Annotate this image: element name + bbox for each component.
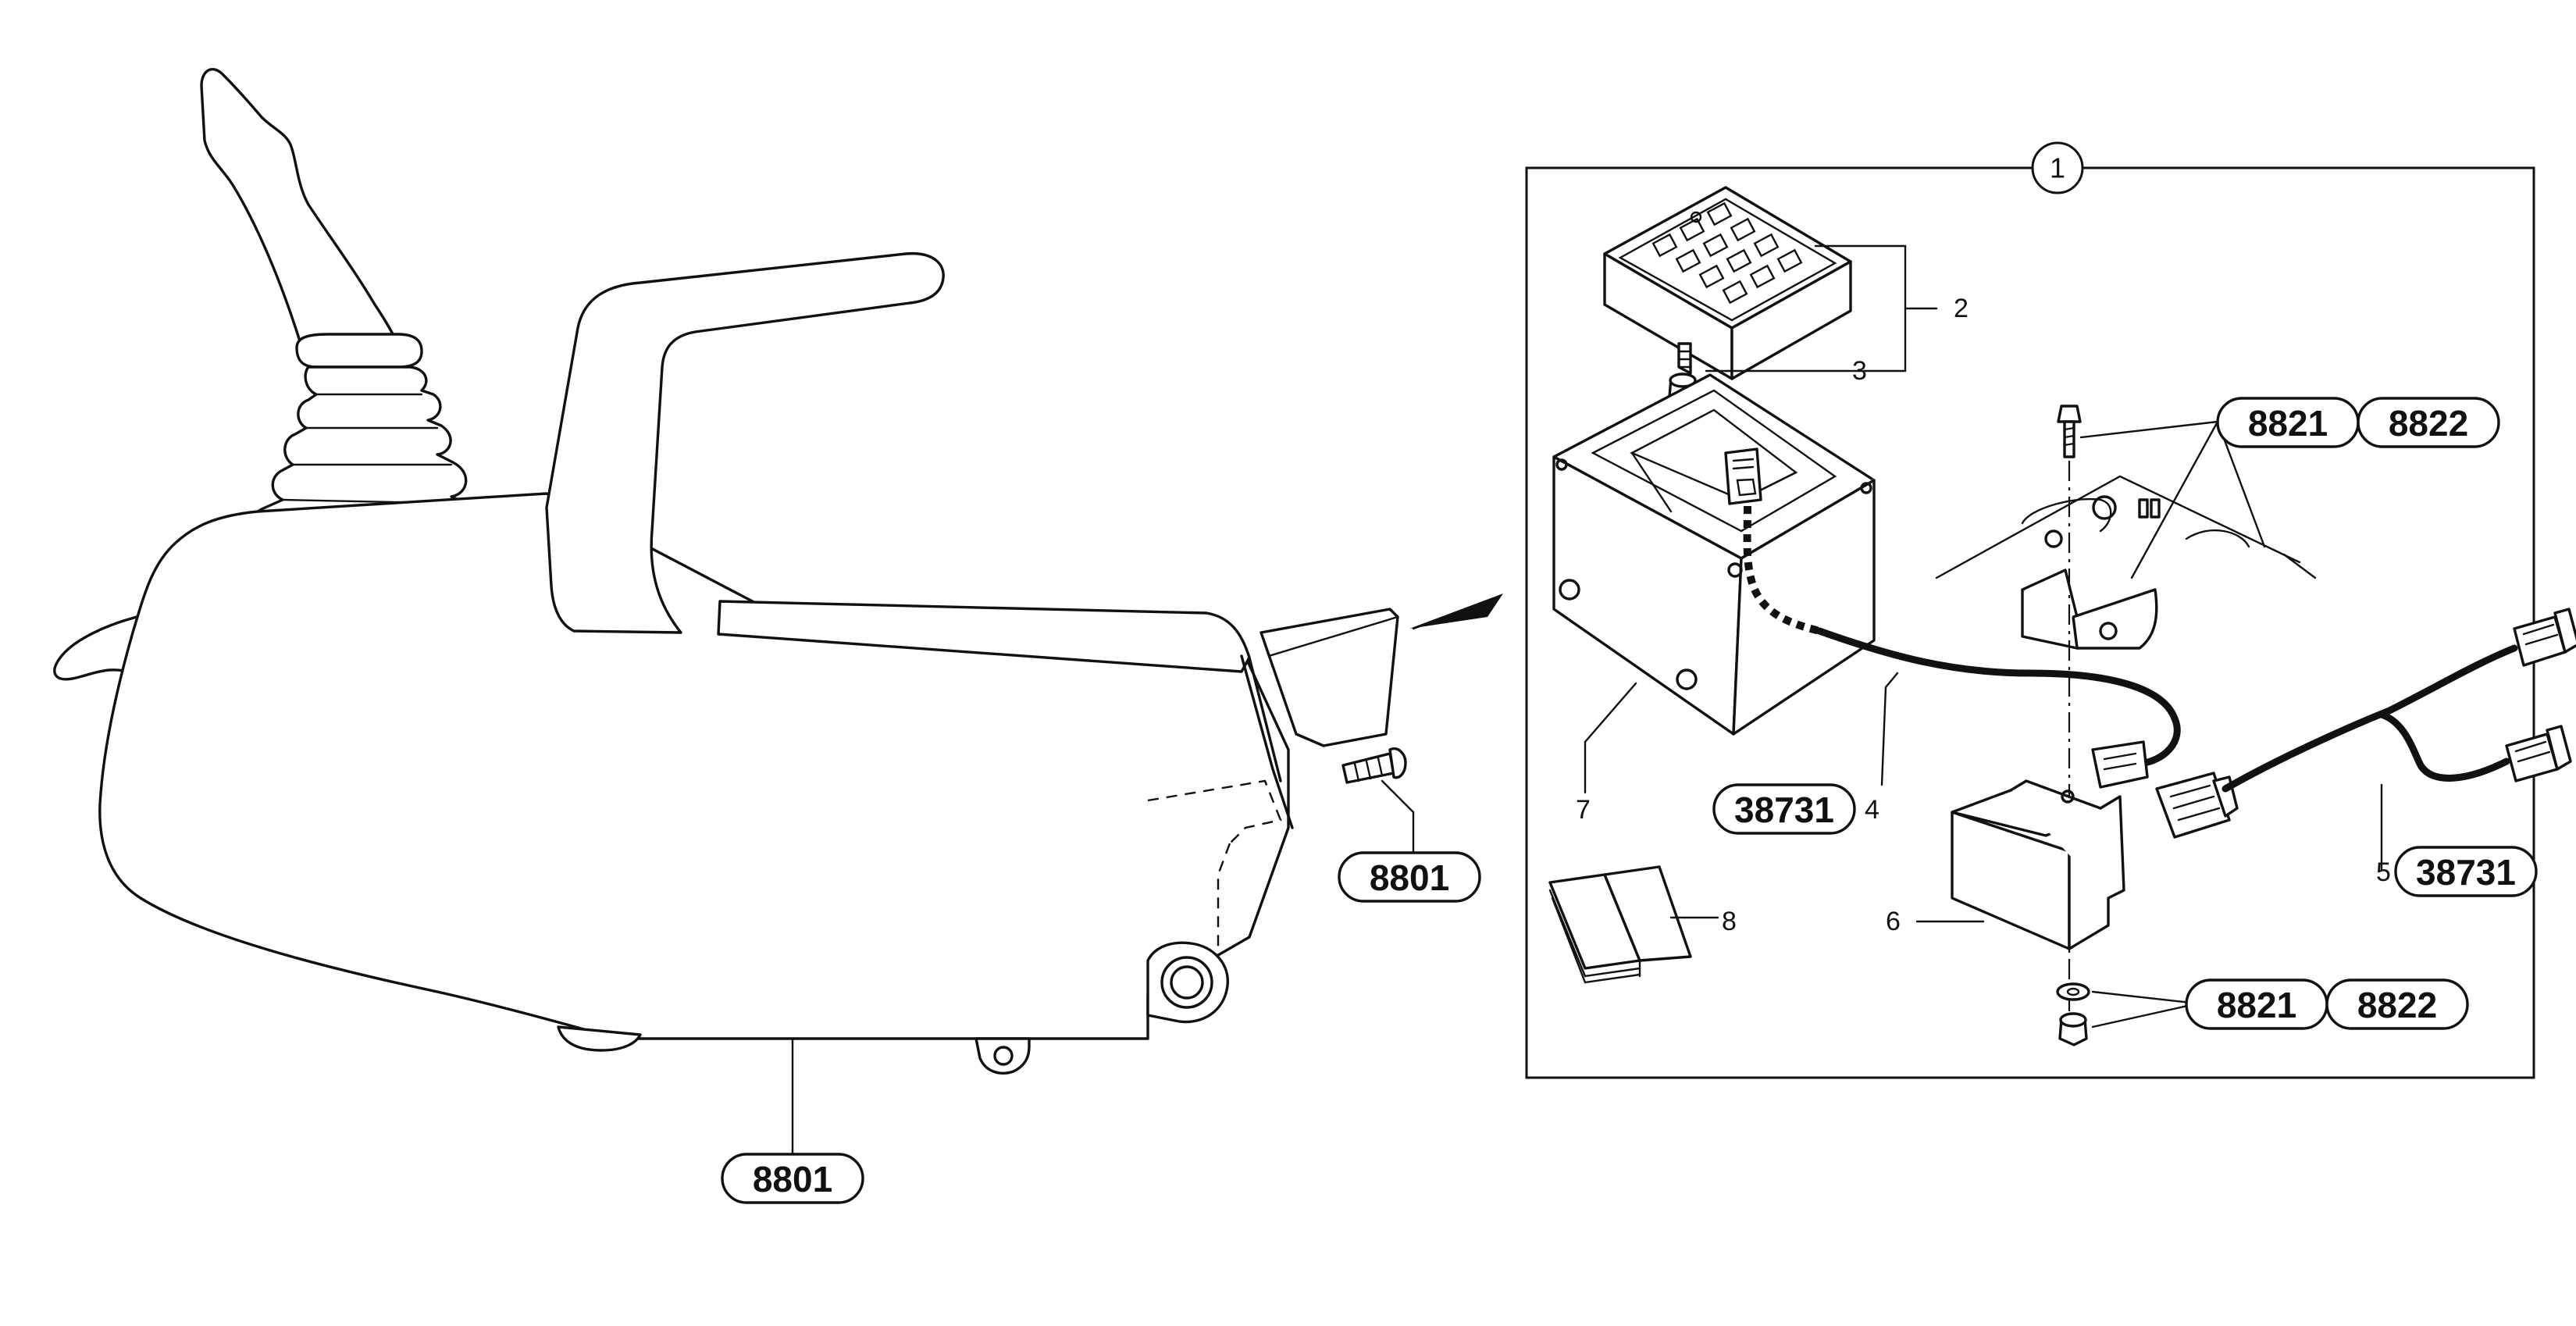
svg-text:3: 3 xyxy=(1852,356,1867,386)
svg-text:8822: 8822 xyxy=(2357,985,2437,1025)
front-panel xyxy=(1240,654,1294,829)
svg-text:38731: 38731 xyxy=(1734,790,1834,830)
svg-text:8822: 8822 xyxy=(2389,403,2468,444)
bracket-bolt xyxy=(2057,405,2082,458)
part-ref-console-bottom[interactable]: 8801 xyxy=(721,1153,864,1204)
harness-plug-lower xyxy=(2505,725,2572,782)
harness-connector-a xyxy=(2091,740,2149,789)
part-ref-harness-left[interactable]: 38731 xyxy=(1712,783,1856,835)
svg-text:8821: 8821 xyxy=(2248,403,2328,444)
joystick-collar xyxy=(295,333,423,369)
console-foot xyxy=(557,1025,642,1052)
part-ref-harness-right[interactable]: 38731 xyxy=(2394,846,2538,897)
mounting-bracket xyxy=(1935,475,2317,650)
svg-text:8801: 8801 xyxy=(1370,857,1449,898)
svg-text:7: 7 xyxy=(1576,795,1591,825)
part-ref-nut-8822[interactable]: 8822 xyxy=(2325,978,2469,1030)
console-tray xyxy=(717,600,1251,673)
svg-text:5: 5 xyxy=(2376,857,2391,887)
part-ref-nut-8821[interactable]: 8821 xyxy=(2185,978,2328,1030)
part-ref-console-screw[interactable]: 8801 xyxy=(1338,851,1481,903)
svg-text:4: 4 xyxy=(1865,795,1879,825)
svg-text:6: 6 xyxy=(1886,907,1901,936)
detail-box: 1 xyxy=(1525,141,2576,1079)
detail-callout[interactable]: 1 xyxy=(2031,141,2084,194)
svg-text:2: 2 xyxy=(1954,294,1969,323)
housing xyxy=(1552,373,1876,736)
svg-text:8: 8 xyxy=(1722,907,1737,936)
harness-plug-upper xyxy=(2513,608,2576,667)
bottom-washer xyxy=(2056,982,2090,1001)
keypad xyxy=(1603,186,1852,380)
manual xyxy=(1548,865,1692,984)
console-screw xyxy=(1341,747,1407,784)
svg-text:1: 1 xyxy=(2050,152,2065,184)
svg-text:8801: 8801 xyxy=(753,1159,832,1199)
svg-text:8821: 8821 xyxy=(2217,985,2296,1025)
bottom-nut xyxy=(2058,1012,2088,1046)
harness-connector-b xyxy=(2155,772,2239,839)
armrest-upright xyxy=(545,251,945,634)
part-ref-bolt-8821[interactable]: 8821 xyxy=(2216,397,2360,448)
console-body xyxy=(98,492,1290,1040)
svg-text:38731: 38731 xyxy=(2416,852,2516,893)
armrest-console xyxy=(53,68,1407,1075)
detail-arrow xyxy=(1409,593,1503,629)
keypad-mount-plate xyxy=(1259,608,1399,747)
module xyxy=(1951,779,2125,950)
joystick-grip xyxy=(200,68,401,353)
part-ref-bolt-8822[interactable]: 8822 xyxy=(2357,397,2500,448)
mount-tab xyxy=(974,1037,1031,1075)
